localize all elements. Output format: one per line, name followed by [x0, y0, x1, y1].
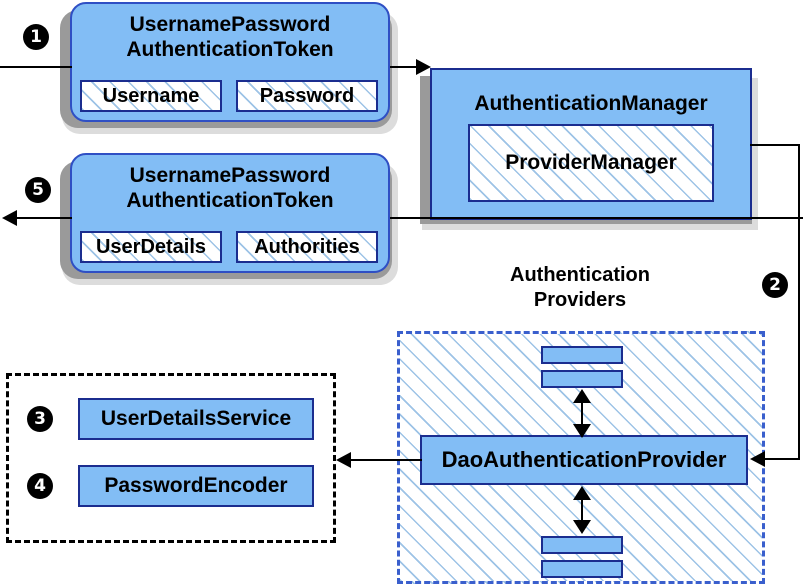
response-token-field-authorities[interactable]: Authorities	[236, 231, 378, 263]
auth-manager-title: AuthenticationManager	[474, 92, 708, 115]
request-token-title: UsernamePassword AuthenticationToken	[126, 13, 334, 61]
manager-to-provider-arrowhead	[750, 451, 765, 467]
badge-2: 2	[762, 272, 788, 298]
badge-3: 3	[27, 406, 53, 432]
provider-to-services-line	[350, 459, 422, 461]
provider-link-bottom-line	[581, 492, 583, 524]
outgoing-response-arrowhead	[2, 210, 17, 226]
provider-bar-bottom-1[interactable]	[541, 536, 623, 554]
dao-authentication-provider-box[interactable]: DaoAuthenticationProvider	[420, 435, 748, 485]
response-return-line-right	[390, 217, 803, 219]
authentication-providers-heading: Authentication Providers	[510, 264, 650, 311]
badge-5: 5	[25, 177, 51, 203]
response-token-field-userdetails[interactable]: UserDetails	[80, 231, 222, 263]
provider-to-services-arrowhead	[336, 452, 351, 468]
badge-1: 1	[23, 24, 49, 50]
incoming-request-line	[0, 66, 72, 68]
badge-4: 4	[27, 473, 53, 499]
provider-link-bottom-arrow-down	[573, 520, 591, 534]
manager-to-provider-line-bottom	[764, 458, 800, 460]
outgoing-response-line	[16, 217, 72, 219]
manager-to-provider-line-top	[750, 144, 800, 146]
password-encoder-box[interactable]: PasswordEncoder	[78, 465, 314, 507]
provider-manager-box[interactable]: ProviderManager	[468, 124, 714, 202]
provider-bar-top-2[interactable]	[541, 370, 623, 388]
provider-link-bottom-arrow-up	[573, 486, 591, 500]
request-token-field-password[interactable]: Password	[236, 80, 378, 112]
request-token-field-username[interactable]: Username	[80, 80, 222, 112]
token-to-manager-line	[390, 66, 420, 68]
token-to-manager-arrowhead	[416, 59, 431, 75]
provider-link-top-arrow-up	[573, 389, 591, 403]
response-token-title: UsernamePassword AuthenticationToken	[126, 164, 334, 212]
provider-bar-top-1[interactable]	[541, 346, 623, 364]
provider-bar-bottom-2[interactable]	[541, 560, 623, 578]
user-details-service-box[interactable]: UserDetailsService	[78, 398, 314, 440]
manager-to-provider-line-vertical	[798, 144, 800, 460]
provider-link-top-line	[581, 396, 583, 428]
provider-link-top-arrow-down	[573, 424, 591, 438]
